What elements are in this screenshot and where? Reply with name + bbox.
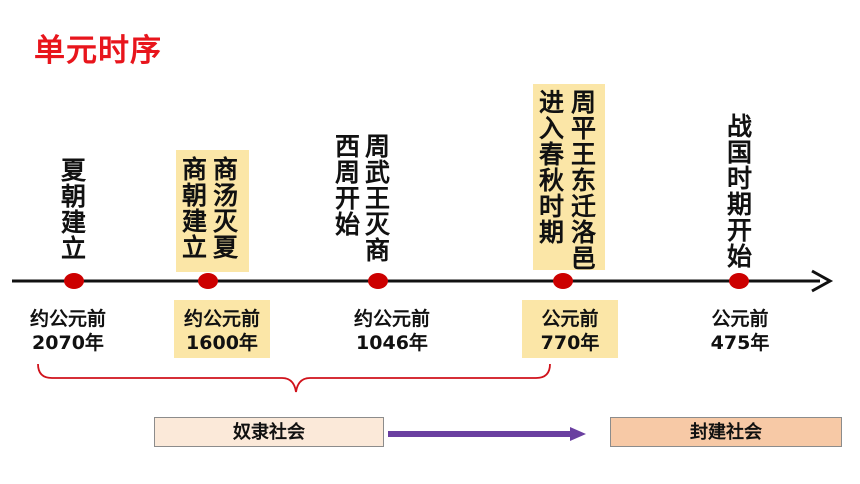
event-4-highlight <box>533 84 605 270</box>
event-3-label-main: 周武王灭商 <box>364 132 390 265</box>
page-title: 单元时序 <box>34 33 162 69</box>
event-2-label-main: 商汤灭夏 <box>212 155 238 262</box>
event-5-date-line1: 公元前 <box>711 308 769 330</box>
slave-society-box: 奴隶社会 <box>154 417 384 447</box>
slave-era-brace <box>37 363 551 393</box>
event-4-label-sub: 进入春秋时期 <box>538 88 564 247</box>
event-3-label-sub: 西周开始 <box>334 132 360 239</box>
event-2-marker <box>198 273 218 289</box>
event-1-date: 约公元前 2070年 <box>18 307 118 355</box>
date-2-highlight <box>174 300 270 358</box>
event-3-date-line1: 约公元前 <box>353 308 430 330</box>
event-4-date-line2: 770年 <box>540 332 600 354</box>
event-2-highlight <box>176 150 249 272</box>
event-1-date-line1: 约公元前 <box>29 308 106 330</box>
event-3-date-line2: 1046年 <box>356 332 428 354</box>
event-4-date: 公元前 770年 <box>520 307 620 355</box>
event-4-marker <box>553 273 573 289</box>
event-5-date: 公元前 475年 <box>690 307 790 355</box>
event-1-date-line2: 2070年 <box>32 332 104 354</box>
date-4-highlight <box>522 300 618 358</box>
event-4-label-main: 周平王东迁洛邑 <box>570 88 596 273</box>
event-3-date: 约公元前 1046年 <box>342 307 442 355</box>
feudal-society-box: 封建社会 <box>610 417 842 447</box>
event-5-marker <box>729 273 749 289</box>
event-5-label: 战国时期开始 <box>726 112 752 271</box>
event-2-date-line1: 约公元前 <box>183 308 260 330</box>
timeline-arrowhead <box>811 269 834 293</box>
event-2-label-sub: 商朝建立 <box>181 155 207 262</box>
event-1-label: 夏朝建立 <box>60 156 86 263</box>
event-1-marker <box>64 273 84 289</box>
event-4-date-line1: 公元前 <box>541 308 599 330</box>
event-5-date-line2: 475年 <box>710 332 770 354</box>
event-3-marker <box>368 273 388 289</box>
event-2-date: 约公元前 1600年 <box>172 307 272 355</box>
event-2-date-line2: 1600年 <box>186 332 258 354</box>
transition-arrow-head <box>570 427 586 441</box>
